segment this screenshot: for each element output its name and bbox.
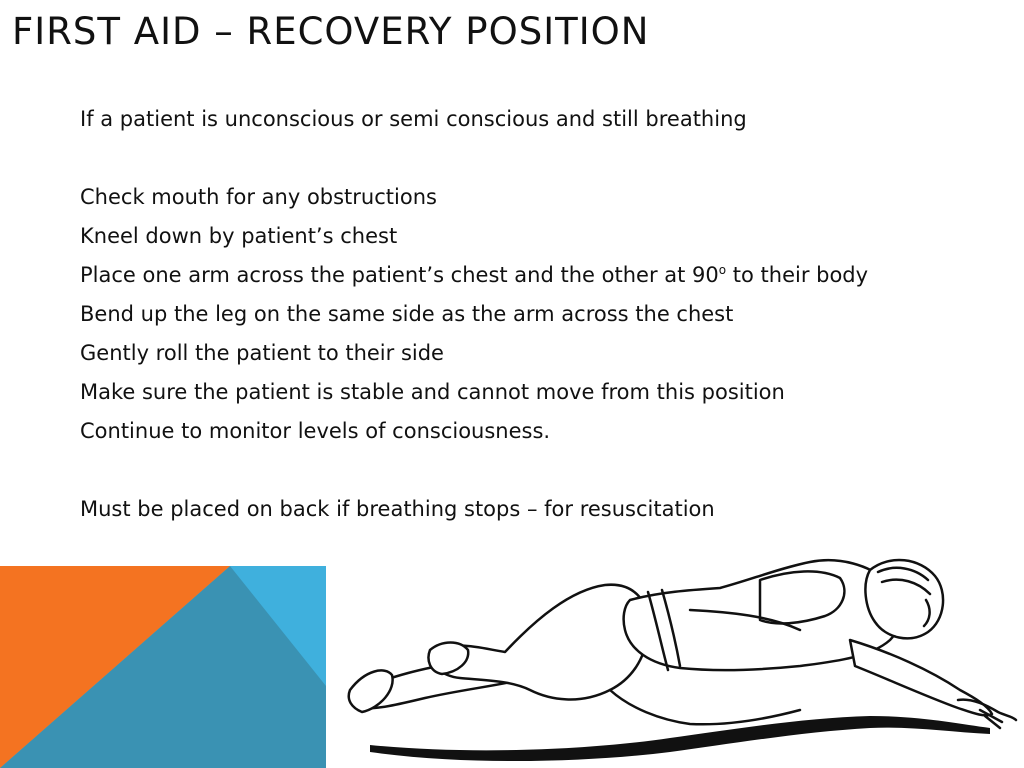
hair: [876, 566, 932, 628]
slide-content: If a patient is unconscious or semi cons…: [80, 100, 868, 529]
step-item: Kneel down by patient’s chest: [80, 224, 398, 248]
teal-triangle: [0, 566, 326, 768]
intro-text: If a patient is unconscious or semi cons…: [80, 107, 747, 131]
step-item: Bend up the leg on the same side as the …: [80, 302, 734, 326]
decorative-corner-shapes: [0, 566, 326, 768]
recovery-position-illustration: [347, 558, 1018, 762]
waistband: [646, 590, 670, 672]
step-text-suffix: to their body: [726, 263, 869, 287]
outstretched-arm: [848, 638, 994, 717]
waistband-inner: [660, 588, 682, 668]
step-item: Place one arm across the patient’s chest…: [80, 256, 868, 295]
step-item: Check mouth for any obstructions: [80, 185, 437, 209]
front-foot: [427, 641, 470, 676]
hand: [956, 698, 1018, 730]
note-text: Must be placed on back if breathing stop…: [80, 497, 715, 521]
degree-symbol: o: [718, 263, 727, 277]
step-item: Gently roll the patient to their side: [80, 341, 444, 365]
step-item: Make sure the patient is stable and cann…: [80, 380, 785, 404]
back-foot: [347, 669, 394, 714]
orange-triangle: [0, 566, 230, 768]
slide-title: FIRST AID – RECOVERY POSITION: [12, 10, 650, 53]
step-text: Place one arm across the patient’s chest…: [80, 263, 719, 287]
head: [864, 558, 945, 640]
step-item: Continue to monitor levels of consciousn…: [80, 419, 551, 443]
spacer: [80, 139, 868, 178]
body-contour: [608, 608, 802, 726]
spacer: [80, 451, 868, 490]
ground-shadow: [370, 716, 990, 762]
